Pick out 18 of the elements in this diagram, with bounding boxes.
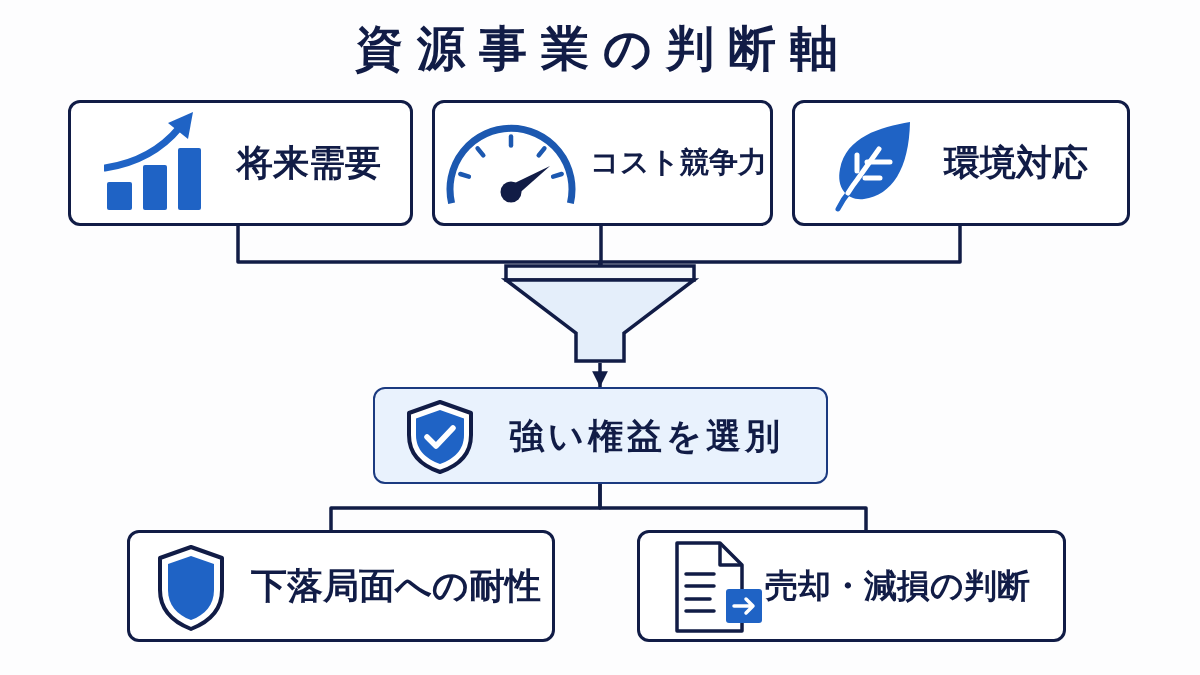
arrow [592, 363, 608, 387]
connector [598, 483, 868, 530]
title: 資源事業の判断軸 [355, 22, 852, 75]
box-label: 下落局面への耐性 [251, 565, 541, 607]
criterion-box [637, 530, 1066, 642]
connector [598, 225, 962, 266]
connector [236, 225, 602, 266]
box-label: コスト競争力 [590, 146, 767, 180]
funnel [504, 264, 696, 364]
result-box [373, 387, 828, 484]
box-label: 将来需要 [237, 142, 381, 184]
criterion-box [68, 100, 413, 226]
box-label: 強い権益を選別 [509, 415, 784, 456]
criterion-box [432, 100, 773, 226]
criterion-box [792, 100, 1130, 226]
box-label: 売却・減損の判断 [765, 567, 1030, 605]
box-label: 環境対応 [944, 142, 1088, 184]
criterion-box [127, 530, 555, 642]
